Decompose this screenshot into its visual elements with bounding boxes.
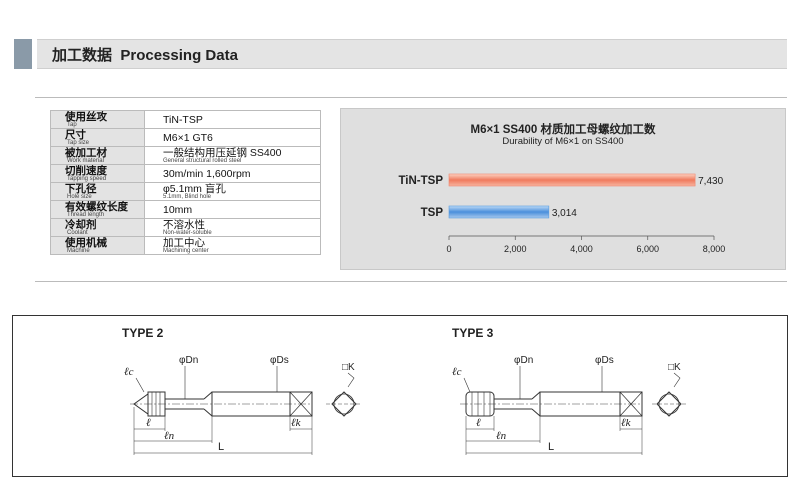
spec-value: TiN-TSP xyxy=(144,110,321,129)
chart-title: M6×1 SS400 材质加工母螺纹加工数 xyxy=(470,124,656,136)
dim-label-lc: ℓc xyxy=(124,366,134,378)
spec-value: M6×1 GT6 xyxy=(144,128,321,147)
dim-label-ln: ℓn xyxy=(164,430,175,442)
chart-x-tick-label: 2,000 xyxy=(504,244,527,254)
dim-label-lc: ℓc xyxy=(452,366,462,378)
chart-value-label: 3,014 xyxy=(552,208,577,219)
chart-x-tick-label: 0 xyxy=(446,244,451,254)
dim-label-ln: ℓn xyxy=(496,430,507,442)
type3-diagram: TYPE 3 ℓc φDn φDs □K xyxy=(452,326,687,455)
page-title-cn: 加工数据 xyxy=(52,47,113,64)
dim-label-lk: ℓk xyxy=(291,417,302,429)
tap-type-diagrams: TYPE 2 ℓc φDn φDs □K xyxy=(122,326,687,455)
dim-label-l: ℓ xyxy=(476,417,481,429)
chart-category-label: TSP xyxy=(421,207,444,219)
durability-chart-panel xyxy=(340,108,786,270)
chart-bar xyxy=(448,173,696,187)
dim-label-l: ℓ xyxy=(146,417,151,429)
chart-value-label: 7,430 xyxy=(698,176,723,187)
chart-x-tick-label: 6,000 xyxy=(636,244,659,254)
dim-label-ds: φDs xyxy=(270,355,289,366)
dim-label-k: □K xyxy=(342,362,355,373)
dim-label-ds: φDs xyxy=(595,355,614,366)
type2-label: TYPE 2 xyxy=(122,326,164,340)
chart-bar xyxy=(448,205,550,219)
dim-label-dn: φDn xyxy=(514,355,533,366)
type2-diagram: TYPE 2 ℓc φDn φDs □K xyxy=(122,326,362,455)
page-title: 加工数据 Processing Data xyxy=(52,44,238,65)
spec-value: 10mm xyxy=(144,200,321,219)
chart-category-label: TiN-TSP xyxy=(398,175,443,187)
spec-value: 30m/min 1,600rpm xyxy=(144,164,321,183)
processing-data-panel xyxy=(35,97,787,282)
page-title-en: Processing Data xyxy=(120,47,238,64)
dim-label-L: L xyxy=(218,441,224,453)
dim-label-k: □K xyxy=(668,362,681,373)
dim-label-L: L xyxy=(548,441,554,453)
chart-x-tick-label: 8,000 xyxy=(703,244,726,254)
type3-label: TYPE 3 xyxy=(452,326,494,340)
chart-subtitle: Durability of M6×1 on SS400 xyxy=(502,136,624,147)
header-bar xyxy=(37,39,787,69)
chart-x-tick-label: 4,000 xyxy=(570,244,593,254)
header-accent-block xyxy=(14,39,32,69)
tap-type-diagram-panel xyxy=(12,315,788,477)
dim-label-dn: φDn xyxy=(179,355,198,366)
dim-label-lk: ℓk xyxy=(621,417,632,429)
